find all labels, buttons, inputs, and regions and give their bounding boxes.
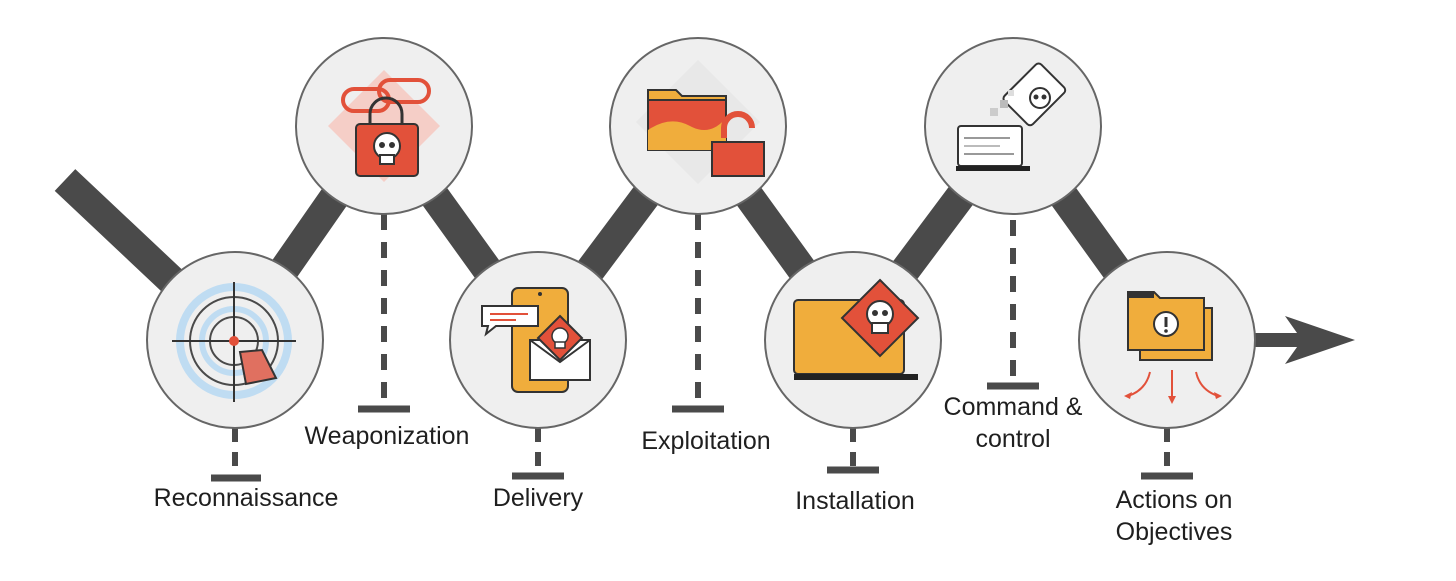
folder-broken-lock-icon: [636, 60, 765, 184]
stage-node-weaponization: [295, 37, 473, 215]
stage-label-command-control: Command & control: [943, 393, 1083, 453]
folder-alert-exfiltration-icon: [1124, 291, 1222, 404]
dashed-connectors: [211, 214, 1193, 482]
stage-node-reconnaissance: [146, 251, 324, 429]
crosshair-target-icon: [172, 282, 296, 402]
stage-label-exploitation: Exploitation: [641, 427, 771, 455]
stage-label-actions-on-objectives: Actions on Objectives: [1115, 486, 1233, 546]
stage-label-installation: Installation: [795, 487, 915, 515]
phone-email-skull-icon: [481, 287, 591, 393]
stage-node-installation: [764, 251, 942, 429]
stage-node-exploitation: [609, 37, 787, 215]
arrow-right-icon: [1255, 316, 1355, 364]
laptop-skull-icon: [793, 278, 920, 380]
chain-lock-skull-icon: [328, 70, 440, 182]
stage-node-actions-on-objectives: [1078, 251, 1256, 429]
stage-label-weaponization: Weaponization: [304, 422, 470, 450]
stage-node-command-control: [924, 37, 1102, 215]
laptop-remote-skull-icon: [956, 62, 1067, 171]
stage-node-delivery: [449, 251, 627, 429]
stage-label-reconnaissance: Reconnaissance: [153, 484, 339, 512]
stage-label-delivery: Delivery: [492, 484, 584, 512]
